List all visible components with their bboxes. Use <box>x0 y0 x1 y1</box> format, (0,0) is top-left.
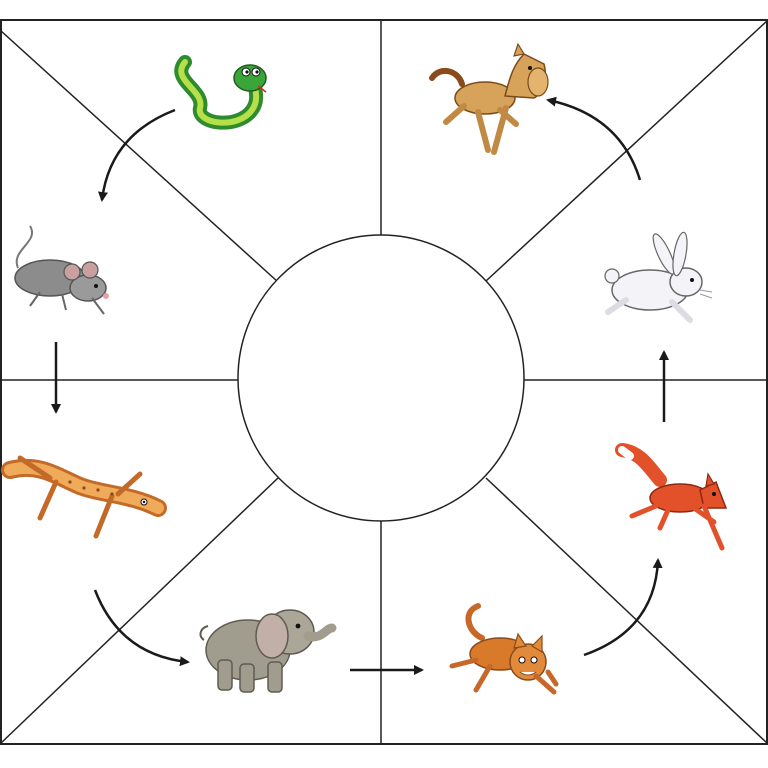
rabbit-icon <box>604 231 713 323</box>
diagonal-top-left <box>0 29 279 283</box>
elephant-icon <box>199 609 337 693</box>
arrow-cat-to-fox <box>583 558 663 657</box>
cat-icon <box>449 603 559 695</box>
mouse-icon <box>14 225 109 315</box>
snake-icon <box>174 55 267 130</box>
horse-icon <box>429 42 549 155</box>
fox-icon <box>615 443 728 551</box>
lizard-icon <box>1 455 167 539</box>
arrow-lizard-to-elephant <box>93 589 190 667</box>
sequence-arrows <box>51 96 669 675</box>
diagonal-bottom-left <box>0 477 279 745</box>
arrow-rabbit-to-horse <box>546 96 642 181</box>
arrow-snake-to-mouse <box>98 108 176 202</box>
center-circle <box>237 234 525 522</box>
diagonal-bottom-right <box>485 477 768 745</box>
